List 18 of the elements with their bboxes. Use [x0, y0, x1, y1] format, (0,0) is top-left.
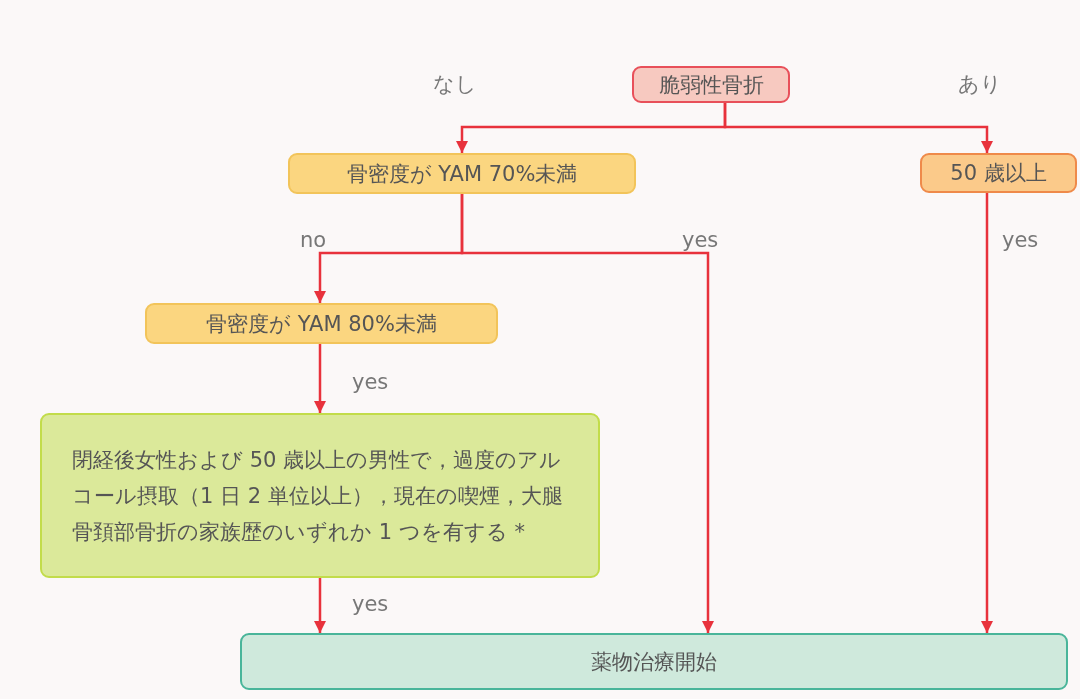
decision-box: 骨密度が YAM 70%未満	[288, 153, 636, 194]
arrow	[460, 194, 715, 633]
edge-label: あり	[958, 71, 1002, 98]
edge-label: yes	[352, 370, 389, 394]
decision-box: 50 歳以上	[920, 153, 1077, 193]
edge-label: なし	[433, 71, 477, 98]
decision-box: 骨密度が YAM 80%未満	[145, 303, 498, 344]
arrow	[723, 103, 994, 153]
edge-label: yes	[352, 592, 389, 616]
arrow	[313, 344, 327, 413]
arrow	[980, 193, 994, 633]
edge-label: yes	[682, 228, 719, 252]
condition-box: 閉経後女性および 50 歳以上の男性で，過度のアルコール摂取（1 日 2 単位以上），現在の喫煙，大腿骨頚部骨折の家族歴のいずれか 1 つを有する *	[40, 413, 600, 578]
result-box: 薬物治療開始	[240, 633, 1068, 690]
arrow	[313, 578, 327, 633]
edge-label: no	[300, 228, 327, 252]
process-box: 脆弱性骨折	[632, 66, 790, 103]
edge-label: yes	[1002, 228, 1039, 252]
